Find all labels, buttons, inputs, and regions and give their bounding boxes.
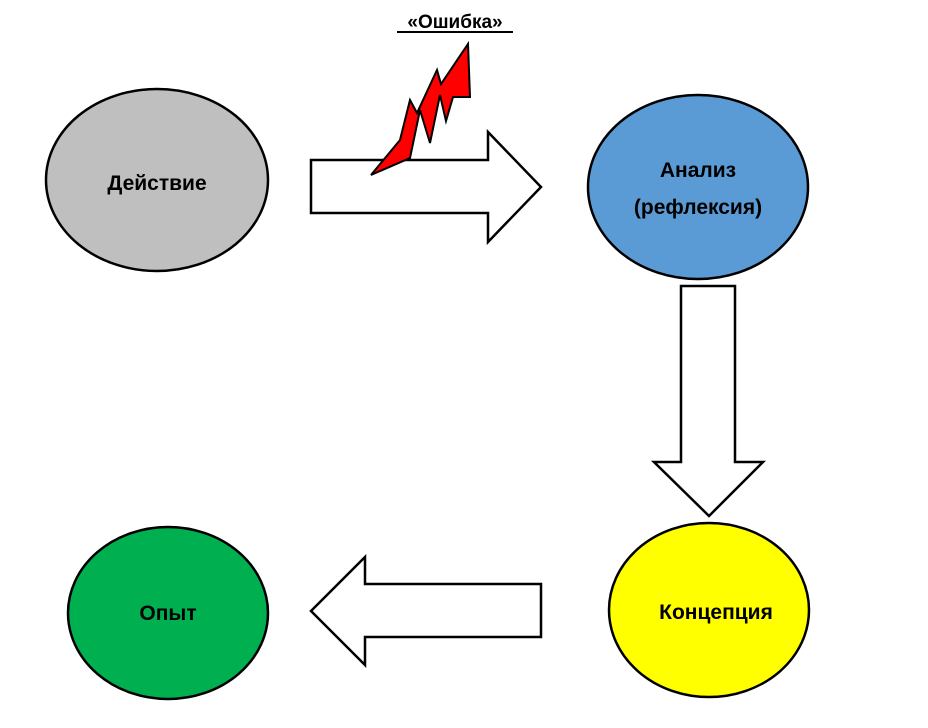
node-experience-shape: [66, 525, 270, 701]
node-analysis-label-line1: Анализ: [660, 159, 736, 182]
node-analysis: Анализ (рефлексия): [586, 93, 810, 281]
arrow-concept-to-experience: [309, 553, 543, 669]
node-analysis-shape: [586, 93, 810, 281]
lightning-icon: [370, 40, 472, 176]
node-experience-label: Опыт: [139, 602, 196, 625]
node-action: Действие: [44, 87, 270, 273]
arrow-action-to-analysis: [309, 128, 543, 246]
node-concept: Концепция: [607, 521, 811, 699]
node-action-shape: [44, 87, 270, 273]
node-concept-shape: [607, 521, 811, 699]
error-label: «Ошибка»: [407, 12, 502, 33]
arrow-analysis-to-concept: [650, 284, 767, 518]
node-concept-label: Концепция: [659, 601, 773, 624]
node-experience: Опыт: [66, 525, 270, 701]
node-analysis-label-line2: (рефлексия): [634, 196, 762, 219]
node-action-label: Действие: [107, 172, 206, 195]
